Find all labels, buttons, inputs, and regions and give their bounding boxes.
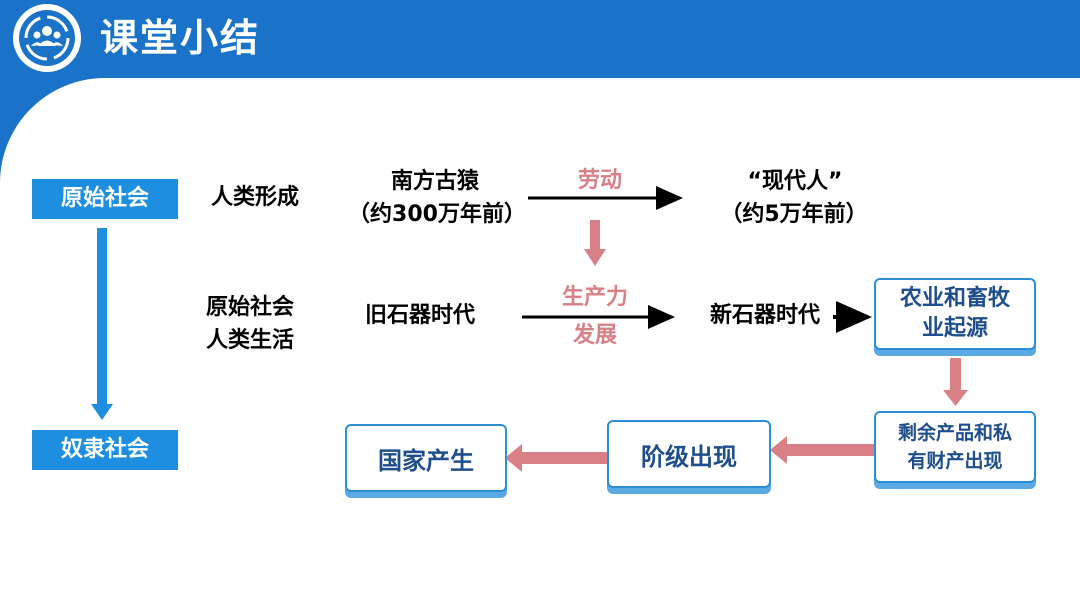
box-agriculture-origin: 农业和畜牧 业起源	[874, 278, 1036, 350]
people-group-icon	[13, 4, 81, 72]
label-primitive-society: 原始社会	[32, 179, 178, 219]
row1-end-line1: “现代人”	[747, 169, 843, 194]
row2-end: 新石器时代	[709, 303, 820, 328]
pink-down-arrow-2	[943, 358, 968, 406]
row2-arrow-label-line1: 生产力	[561, 285, 628, 310]
row1-arrow-label: 劳动	[577, 168, 622, 193]
box-classes-label: 阶级出现	[641, 442, 737, 471]
box-surplus-line2: 有财产出现	[907, 450, 1003, 472]
pink-left-arrow-2	[505, 444, 607, 472]
blue-down-arrow	[91, 228, 113, 420]
row1-start-line1: 南方古猿	[390, 169, 479, 194]
page-title: 课堂小结	[100, 16, 261, 60]
pink-left-arrow-1	[770, 436, 874, 464]
box-class-emergence: 阶级出现	[607, 420, 771, 488]
box-state-label: 国家产生	[378, 446, 474, 475]
row2-arrow-label-line2: 发展	[572, 323, 617, 348]
box-state-emergence: 国家产生	[345, 424, 507, 492]
row2-title-line1: 原始社会	[205, 295, 294, 320]
header-bar: 课堂小结	[0, 0, 1080, 78]
row1-start-line2: （约300万年前）	[348, 202, 526, 227]
label-slave-society: 奴隶社会	[32, 430, 178, 470]
box-surplus-private-property: 剩余产品和私 有财产出现	[874, 411, 1036, 483]
row2-start: 旧石器时代	[364, 303, 475, 328]
box-surplus-line1: 剩余产品和私	[897, 422, 1012, 444]
row2-title-line2: 人类生活	[205, 328, 294, 353]
row1-end-line2: （约5万年前）	[720, 202, 868, 227]
box-agriculture-line1: 农业和畜牧	[899, 286, 1010, 311]
box-agriculture-line2: 业起源	[921, 316, 988, 341]
pink-down-arrow-1	[584, 220, 606, 266]
row1-title: 人类形成	[210, 185, 299, 210]
